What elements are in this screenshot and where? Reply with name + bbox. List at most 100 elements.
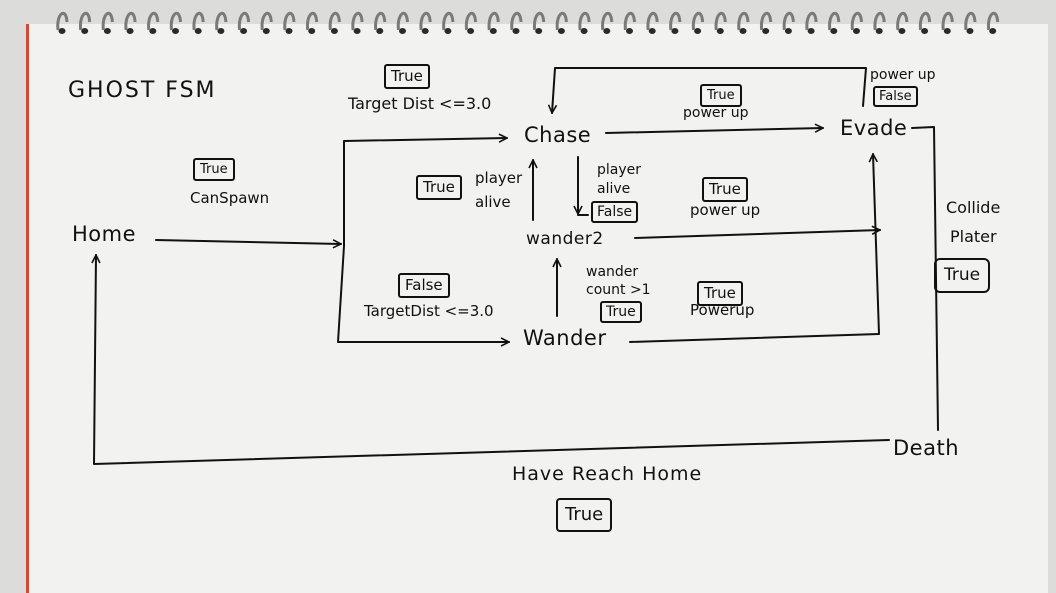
binding-hole <box>626 28 633 34</box>
binding-coil <box>532 11 546 31</box>
condition-death-to-home: Have Reach Home <box>512 463 703 485</box>
value-box-canspawn: True <box>193 158 235 181</box>
state-wander2: wander2 <box>526 229 604 249</box>
binding-hole <box>285 28 293 34</box>
binding-hole <box>921 28 929 34</box>
binding-coil <box>510 11 523 31</box>
binding-coil <box>192 11 205 31</box>
condition-wander-to-wander2-line1: wander <box>586 264 639 280</box>
binding-hole <box>898 28 906 34</box>
binding-coil <box>169 11 182 31</box>
binding-coil <box>828 11 841 31</box>
condition-chase-to-wander2-line2: alive <box>597 181 631 197</box>
condition-wander2-to-chase-line1: player <box>475 169 523 187</box>
binding-hole <box>580 28 588 34</box>
binding-hole <box>830 28 838 34</box>
binding-hole <box>58 28 66 34</box>
arrow-to-chase <box>343 138 507 247</box>
binding-hole <box>399 28 406 34</box>
binding-hole <box>421 28 429 34</box>
binding-coil <box>237 11 251 31</box>
binding-hole <box>648 28 656 34</box>
binding-coil <box>124 11 137 31</box>
binding-coil <box>850 11 863 31</box>
condition-wander2-to-evade: power up <box>690 201 761 219</box>
value-box-wander2-to-evade: True <box>702 177 748 202</box>
condition-to-wander: TargetDist <=3.0 <box>364 302 494 320</box>
condition-canspawn: CanSpawn <box>190 189 270 207</box>
binding-hole <box>262 28 270 34</box>
binding-hole <box>353 28 361 34</box>
paper-red-edge <box>26 24 29 593</box>
binding-hole <box>149 28 157 34</box>
binding-coil <box>623 11 636 31</box>
binding-coil <box>283 11 296 31</box>
binding-hole <box>784 28 792 34</box>
value-box-death-to-home: True <box>556 498 613 532</box>
binding-coil <box>578 11 591 31</box>
binding-coil <box>305 11 319 31</box>
value-box-wander-to-evade: True <box>697 281 743 306</box>
value-box-wander-to-wander2: True <box>600 301 642 323</box>
spiral-binding <box>56 11 1000 34</box>
binding-coil <box>56 11 69 31</box>
binding-hole <box>671 28 679 34</box>
binding-coil <box>396 11 409 31</box>
binding-hole <box>943 28 951 34</box>
binding-coil <box>873 11 886 31</box>
diagram-title: GHOST FSM <box>68 78 217 103</box>
arrow-wander2-to-evade <box>634 230 880 239</box>
state-evade: Evade <box>840 116 908 140</box>
condition-evade-to-death-line2: Plater <box>950 227 997 246</box>
binding-coil <box>260 11 273 31</box>
binding-hole <box>739 28 747 34</box>
condition-evade-to-death-line1: Collide <box>946 198 1001 217</box>
binding-hole <box>444 28 452 34</box>
state-home: Home <box>72 222 137 246</box>
binding-coil <box>215 11 228 31</box>
binding-hole <box>194 28 202 34</box>
value-box-chase-to-wander2: False <box>591 201 639 223</box>
binding-hole <box>762 28 770 34</box>
binding-hole <box>557 28 565 34</box>
binding-coil <box>101 11 114 31</box>
binding-hole <box>603 28 611 34</box>
binding-coil <box>918 11 932 31</box>
binding-hole <box>489 28 497 34</box>
binding-coil <box>714 11 727 31</box>
value-box-to-wander: False <box>398 273 450 298</box>
binding-coil <box>782 11 795 31</box>
binding-hole <box>966 28 974 34</box>
binding-coil <box>351 11 364 31</box>
binding-coil <box>759 11 773 31</box>
binding-coil <box>941 11 954 31</box>
binding-coil <box>986 11 1000 31</box>
arrow-home-out <box>155 239 341 244</box>
binding-coil <box>601 11 614 31</box>
binding-coil <box>147 11 160 31</box>
value-box-evade-to-death: True <box>934 258 991 293</box>
binding-coil <box>487 11 500 31</box>
binding-coil <box>737 11 750 31</box>
binding-hole <box>807 28 815 34</box>
binding-hole <box>853 28 860 34</box>
binding-coil <box>964 11 977 31</box>
value-box-wander2-to-chase: True <box>416 175 462 200</box>
binding-coil <box>464 11 478 31</box>
binding-hole <box>376 28 384 34</box>
condition-chase-to-wander2-line1: player <box>597 162 642 178</box>
state-death: Death <box>893 436 960 460</box>
binding-hole <box>172 28 179 34</box>
binding-coil <box>669 11 682 31</box>
arrow-chase-to-evade <box>605 128 823 134</box>
arrow-evade-to-chase <box>552 67 867 113</box>
binding-coil <box>78 11 92 31</box>
binding-hole <box>81 28 89 34</box>
binding-hole <box>308 28 316 34</box>
binding-coil <box>691 11 705 31</box>
arrow-wander-to-evade <box>629 154 880 343</box>
binding-hole <box>240 28 248 34</box>
binding-coil <box>646 11 659 31</box>
